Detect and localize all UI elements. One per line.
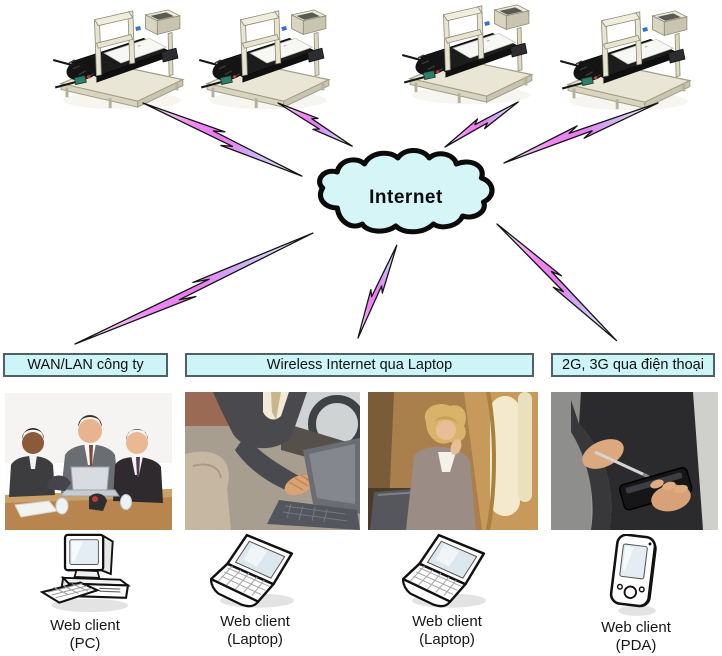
- laptop-on-airplane-photo: [368, 392, 538, 530]
- desktop-pc-icon: [40, 533, 130, 614]
- client-caption-pc: Web client (PC): [20, 617, 150, 652]
- client-caption-line2: (PC): [69, 634, 101, 652]
- connection-label-wan-lan: WAN/LAN công ty: [3, 353, 168, 377]
- client-caption-laptop-2: Web client (Laptop): [382, 613, 512, 648]
- internet-cloud-label: Internet: [369, 187, 443, 208]
- conveyor-machine-photo: [51, 8, 185, 111]
- internet-cloud-shape: [317, 148, 495, 235]
- client-caption-line2: (Laptop): [227, 630, 283, 648]
- conveyor-machine-photo: [558, 9, 692, 112]
- pda-in-hand-photo: [551, 392, 718, 530]
- pda-icon: [608, 534, 659, 618]
- lightning-bolt-connector: [492, 217, 623, 346]
- conveyor-machine-photo: [400, 3, 534, 106]
- client-caption-line1: Web client: [50, 617, 120, 634]
- client-caption-line1: Web client: [601, 619, 671, 636]
- client-caption-laptop-1: Web client (Laptop): [190, 613, 320, 648]
- client-caption-line2: (PDA): [615, 636, 657, 654]
- connection-label-2g-3g-phone: 2G, 3G qua điện thoại: [551, 353, 715, 377]
- laptop-icon: [402, 533, 488, 610]
- lightning-bolt-connector: [71, 226, 318, 353]
- client-caption-pda: Web client (PDA): [571, 619, 701, 654]
- lightning-bolt-connector: [440, 95, 522, 152]
- lightning-bolt-connector: [351, 242, 402, 341]
- laptop-icon: [210, 533, 296, 610]
- internet-cloud: [317, 148, 495, 235]
- client-caption-line2: (Laptop): [419, 630, 475, 648]
- laptop-in-car-photo: [185, 392, 360, 530]
- office-meeting-photo: [5, 393, 172, 530]
- conveyor-machine-photo: [197, 8, 331, 111]
- client-caption-line1: Web client: [412, 613, 482, 630]
- connection-label-wireless-laptop: Wireless Internet qua Laptop: [185, 353, 534, 377]
- client-caption-line1: Web client: [220, 613, 290, 630]
